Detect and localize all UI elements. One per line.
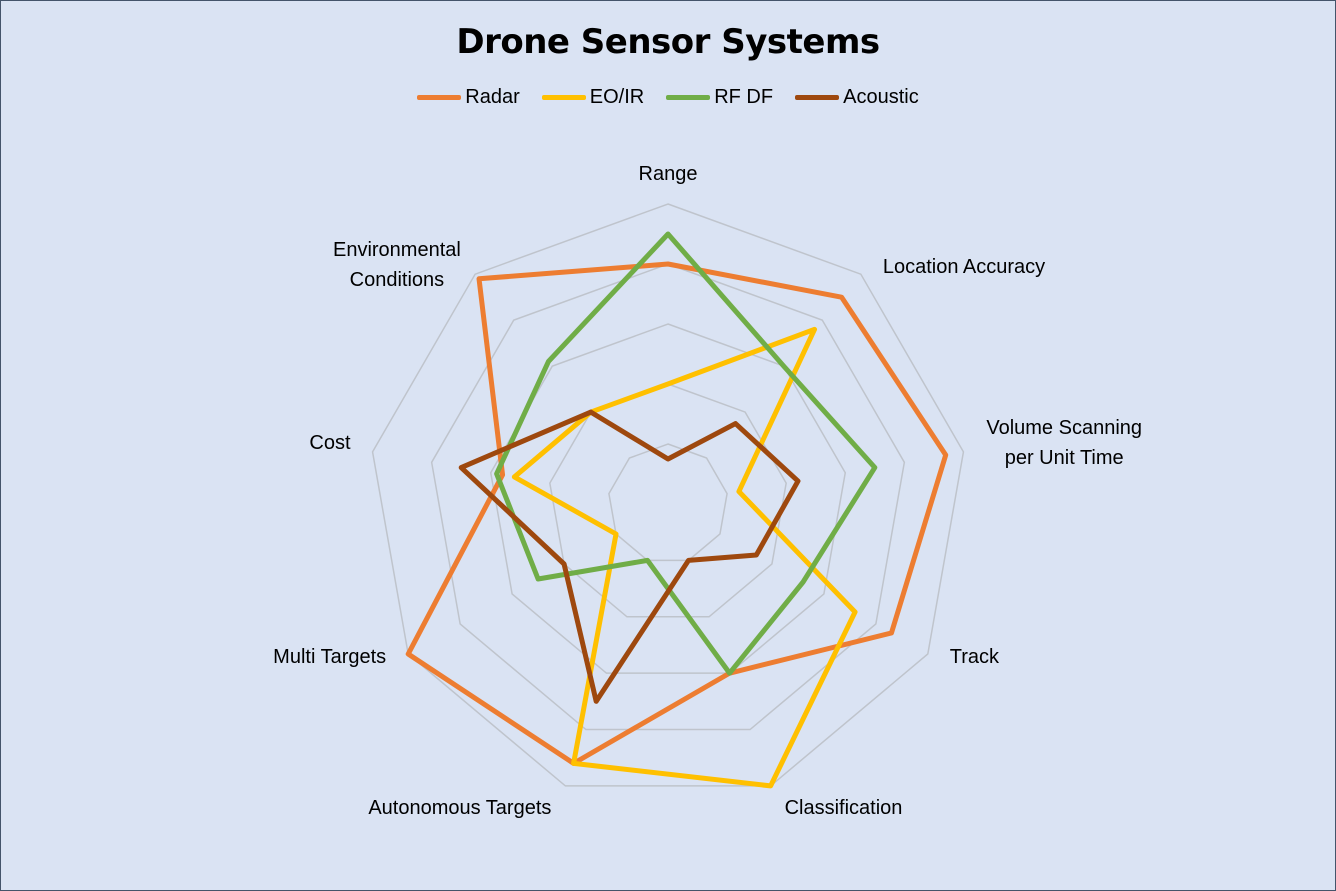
axis-label-classification: Classification xyxy=(785,797,903,819)
legend-swatch-radar xyxy=(417,95,462,100)
axis-label-cost: Cost xyxy=(309,432,351,454)
grid-ring-2 xyxy=(549,383,787,618)
axis-label-location-accuracy: Location Accuracy xyxy=(883,256,1045,278)
legend-label-radar: Radar xyxy=(465,86,520,108)
axis-label-autonomous-targets: Autonomous Targets xyxy=(368,797,551,819)
series-line-acoustic xyxy=(458,409,801,704)
legend-item-eo-ir: EO/IR xyxy=(541,86,645,109)
axis-label-multi-targets: Multi Targets xyxy=(273,646,386,668)
series-line-eo-ir xyxy=(511,326,858,789)
series-line-radar xyxy=(405,261,949,766)
legend-swatch-eo-ir xyxy=(541,95,586,100)
axis-label-range: Range xyxy=(639,163,698,185)
legend-label-acoustic: Acoustic xyxy=(843,86,919,108)
legend-label-rf-df: RF DF xyxy=(714,86,774,108)
legend-label-eo-ir: EO/IR xyxy=(589,86,645,108)
axis-label-track: Track xyxy=(950,646,1000,668)
grid-ring-1 xyxy=(608,443,728,562)
legend-item-radar: Radar xyxy=(417,86,520,109)
legend-swatch-acoustic xyxy=(795,95,840,100)
legend: Radar EO/IR RF DF Acoustic xyxy=(0,86,1336,109)
legend-item-rf-df: RF DF xyxy=(666,86,773,109)
chart-title: Drone Sensor Systems xyxy=(456,22,880,62)
legend-item-acoustic: Acoustic xyxy=(795,86,919,109)
grid-ring-4 xyxy=(430,263,906,731)
series-line-rf-df xyxy=(494,231,878,676)
grid-ring-5 xyxy=(371,203,965,787)
legend-swatch-rf-df xyxy=(666,95,711,100)
